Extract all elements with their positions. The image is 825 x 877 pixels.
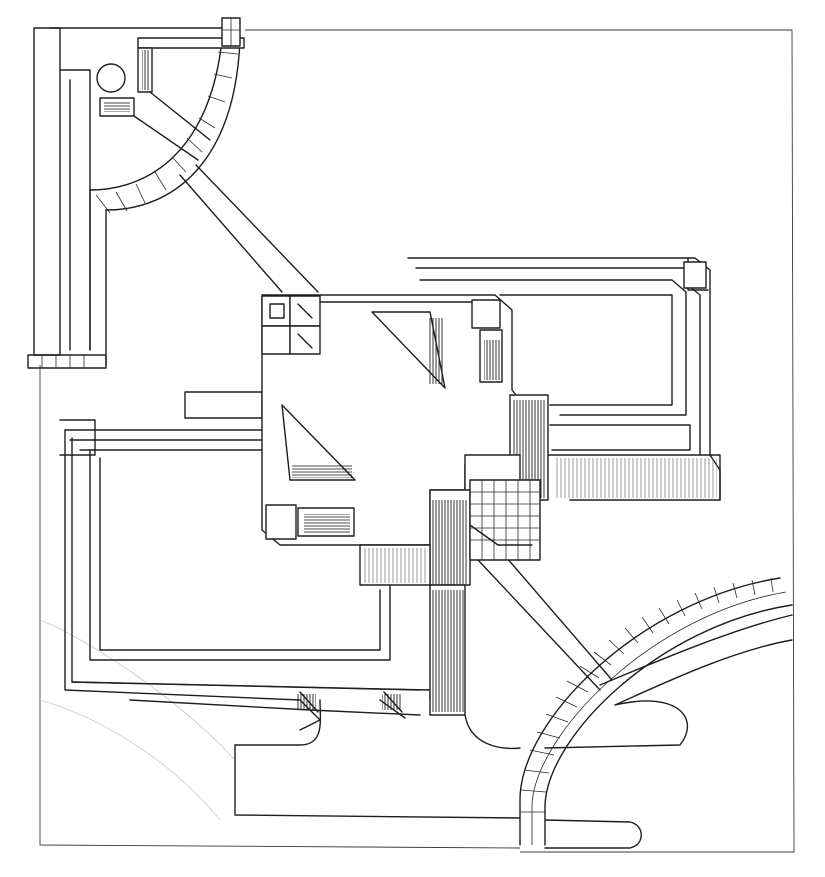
site-boundary (39, 29, 795, 853)
central-block (261, 294, 521, 546)
stepped-facades (296, 394, 549, 716)
cube-cluster-top-left (261, 295, 321, 355)
left-wing (59, 391, 431, 746)
column-circle-icon (96, 63, 126, 93)
garden-wall-bottom-right (234, 577, 793, 849)
entry-wing-top-left (27, 17, 245, 369)
diagonal-axis (179, 164, 613, 691)
right-wing (407, 257, 721, 501)
